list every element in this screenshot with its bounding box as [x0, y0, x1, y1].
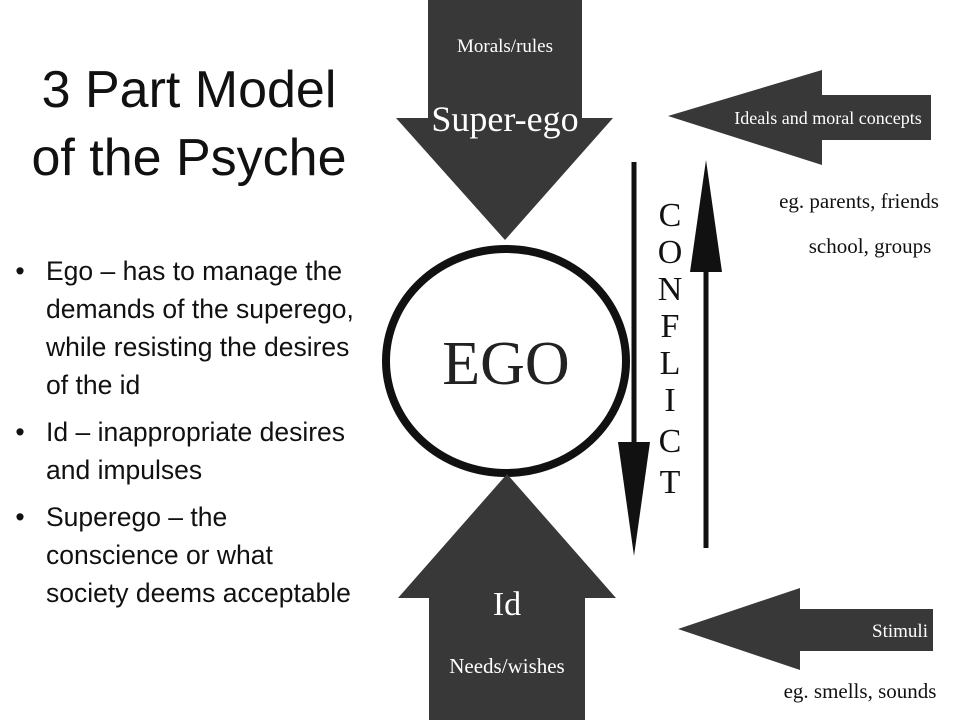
- superego-arrow: [396, 0, 613, 240]
- bullet-item-superego: • Superego – the conscience or what soci…: [10, 498, 360, 612]
- bullet-dot-icon: •: [15, 256, 25, 286]
- bullet-item-ego: • Ego – has to manage the demands of the…: [10, 252, 360, 404]
- conflict-letter: I: [664, 382, 675, 419]
- stimuli-arrow: [678, 588, 933, 670]
- conflict-letter: F: [661, 308, 680, 345]
- superego-top-label: Morals/rules: [457, 36, 553, 57]
- slide-title: 3 Part Model of the Psyche: [14, 56, 364, 192]
- bullet-dot-icon: •: [15, 502, 25, 532]
- stimuli-example: eg. smells, sounds: [784, 679, 937, 703]
- conflict-up-arrow: [690, 160, 722, 548]
- bullet-item-id: • Id – inappropriate desires and impulse…: [10, 413, 360, 489]
- bullet-list: • Ego – has to manage the demands of the…: [10, 252, 360, 621]
- conflict-letters: C O N F L I C T: [658, 197, 683, 501]
- conflict-letter: C: [659, 423, 682, 460]
- ego-ellipse: [382, 245, 630, 477]
- slide-title-line-2: of the Psyche: [31, 129, 347, 187]
- conflict-letter: T: [660, 464, 681, 501]
- id-main-label: Id: [493, 586, 521, 623]
- id-bottom-label: Needs/wishes: [449, 654, 564, 678]
- bullet-dot-icon: •: [15, 417, 25, 447]
- id-arrow: [398, 474, 616, 720]
- conflict-down-arrow: [618, 162, 650, 556]
- ideals-example-line-1: eg. parents, friends: [779, 189, 939, 213]
- conflict-letter: C: [659, 197, 682, 234]
- bullet-text: Ego – has to manage the demands of the s…: [46, 256, 354, 400]
- slide-title-line-1: 3 Part Model: [41, 61, 337, 119]
- bullet-text: Superego – the conscience or what societ…: [46, 502, 351, 608]
- superego-main-label: Super-ego: [431, 99, 578, 139]
- ideals-example-line-2: school, groups: [809, 234, 932, 258]
- conflict-letter: N: [658, 271, 683, 308]
- bullet-text: Id – inappropriate desires and impulses: [46, 417, 346, 485]
- ego-label: EGO: [442, 330, 569, 398]
- stimuli-arrow-label: Stimuli: [872, 621, 928, 642]
- ideals-arrow-label: Ideals and moral concepts: [734, 108, 921, 128]
- conflict-letter: O: [658, 234, 683, 271]
- conflict-letter: L: [660, 345, 681, 382]
- ideals-arrow: [668, 70, 931, 165]
